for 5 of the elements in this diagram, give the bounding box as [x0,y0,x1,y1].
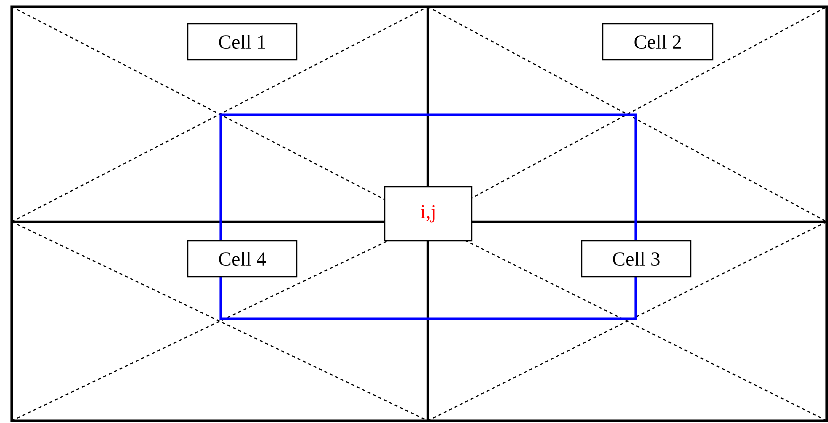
label-box: i,j [384,186,473,242]
label-box: Cell 1 [187,23,298,61]
label-box: Cell 2 [602,23,714,61]
label-box: Cell 3 [581,240,692,278]
label-box: Cell 4 [187,240,298,278]
